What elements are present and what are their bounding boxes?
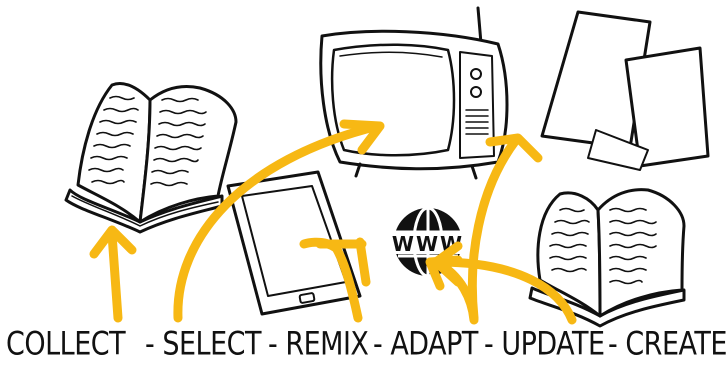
- open-book-icon: [530, 190, 684, 326]
- process-caption: COLLECT - SELECT - REMIX - ADAPT - UPDAT…: [0, 326, 728, 366]
- caption-collect: COLLECT: [6, 326, 125, 363]
- caption-adapt: - ADAPT: [373, 326, 478, 363]
- caption-update: - UPDATE: [484, 326, 605, 363]
- caption-select: - SELECT: [145, 326, 261, 363]
- retro-tv-icon: [321, 8, 507, 178]
- adapt-arrow: [430, 260, 474, 320]
- collect-arrow: [94, 230, 132, 318]
- caption-remix: - REMIX: [268, 326, 368, 363]
- paper-sheets-icon: [542, 12, 708, 170]
- open-book-icon: [66, 83, 236, 232]
- caption-create: - CREATE: [608, 326, 727, 363]
